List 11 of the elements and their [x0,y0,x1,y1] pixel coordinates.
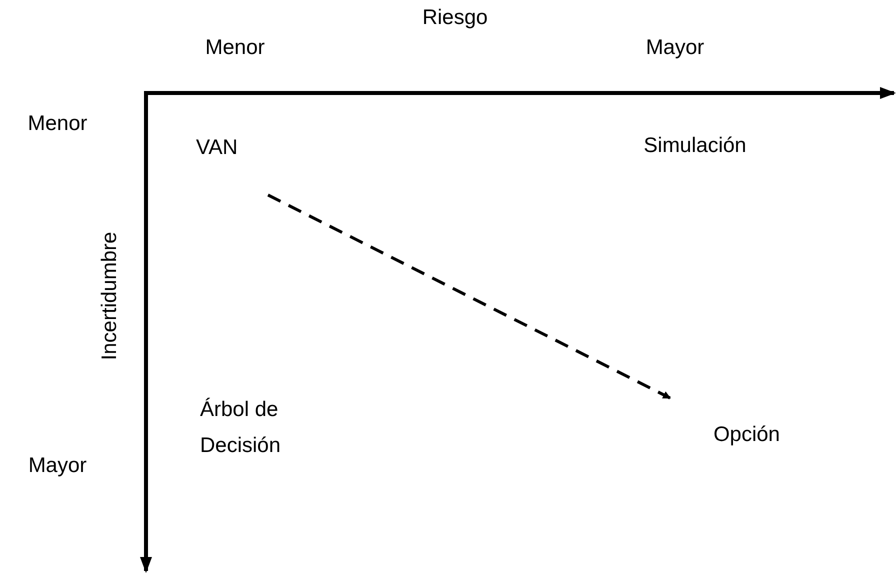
axis-label: Menor [205,35,265,61]
axis-label: Mayor [646,35,704,61]
method-label: Opción [713,422,780,448]
axis-label: Riesgo [422,5,488,31]
axis-label: Menor [28,111,88,137]
method-label: Simulación [644,133,746,159]
method-label: VAN [196,135,238,161]
dashed-arrow [267,194,671,400]
method-label: Árbol de Decisión [200,396,282,459]
axis-label: Mayor [28,453,87,479]
axis-title: Incertidumbre [97,232,122,360]
